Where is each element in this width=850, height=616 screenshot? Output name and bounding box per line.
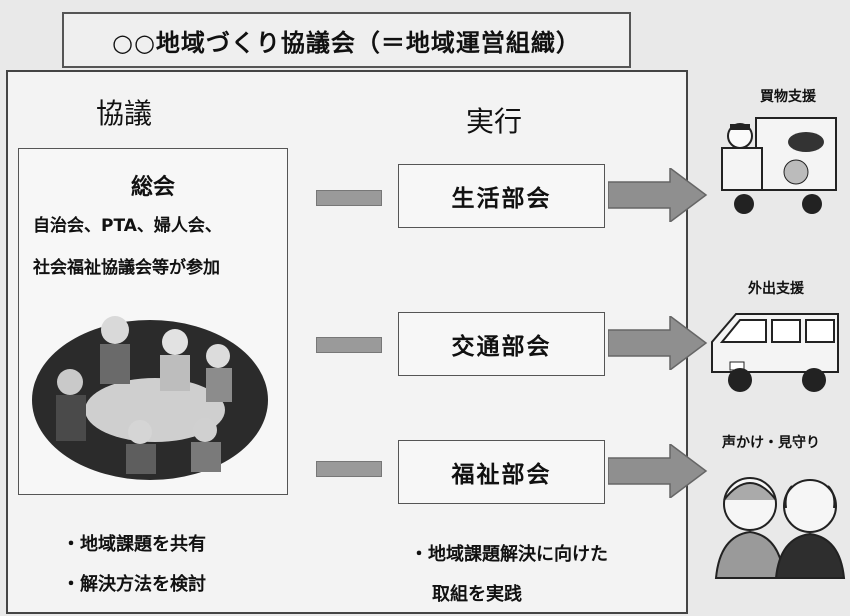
column-heading-deliberation: 協議 [96, 97, 153, 130]
arrow-right-icon [608, 444, 708, 498]
mobile-shop-truck-icon [721, 117, 837, 214]
support-label-shopping: 買物支援 [760, 89, 816, 105]
support-label-outing: 外出支援 [748, 281, 804, 297]
bullet-consider-solutions: ・解決方法を検討 [62, 574, 206, 595]
department-transport: 交通部会 [398, 312, 605, 376]
connector-bar-2 [316, 337, 382, 353]
column-heading-execution: 実行 [466, 105, 523, 138]
support-label-watching: 声かけ・見守り [722, 435, 820, 451]
arrow-right-icon [608, 168, 708, 222]
department-living: 生活部会 [398, 164, 605, 228]
participants-line-2: 社会福祉協議会等が参加 [33, 258, 220, 278]
van-icon [711, 313, 839, 392]
bullet-implement-actions: 取組を実践 [432, 584, 522, 605]
bullet-share-issues: ・地域課題を共有 [62, 534, 206, 555]
elderly-couple-icon [714, 477, 846, 579]
arrow-right-icon [608, 316, 708, 370]
bullet-solve-issues: ・地域課題解決に向けた [410, 544, 608, 565]
meeting-photo [32, 316, 268, 480]
connector-bar-3 [316, 461, 382, 477]
general-assembly-title: 総会 [130, 175, 175, 200]
participants-line-1: 自治会、PTA、婦人会、 [33, 216, 222, 236]
department-welfare: 福祉部会 [398, 440, 605, 504]
connector-bar-1 [316, 190, 382, 206]
council-title: ○○地域づくり協議会（＝地域運営組織） [62, 12, 631, 68]
